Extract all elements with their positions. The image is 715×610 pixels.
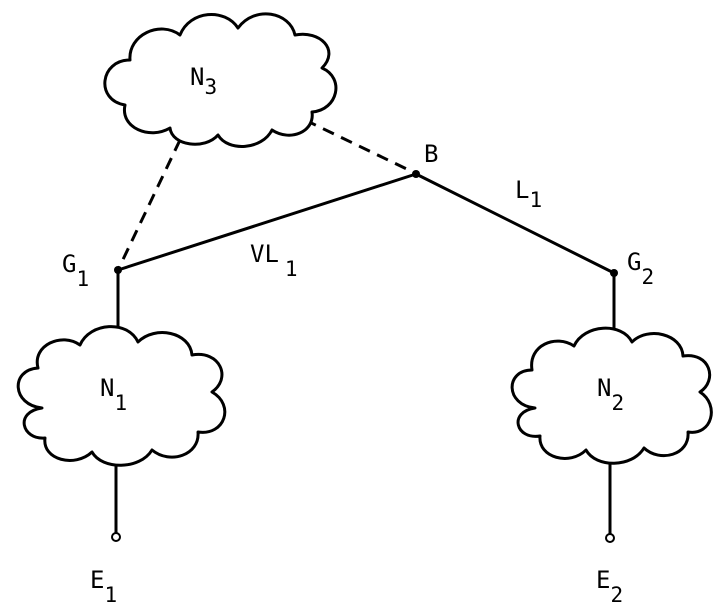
label-n3: N3 bbox=[190, 63, 217, 99]
label-g2: G2 bbox=[627, 248, 654, 289]
dashed-link-n3-b bbox=[304, 118, 416, 175]
label-vl1: VL1 bbox=[250, 240, 298, 281]
cloud-n1 bbox=[16, 325, 227, 467]
node-g2 bbox=[610, 269, 618, 277]
terminal-e1 bbox=[111, 532, 121, 542]
link-vl1 bbox=[116, 172, 418, 272]
terminal-e2 bbox=[605, 533, 615, 543]
label-n2: N2 bbox=[597, 374, 624, 415]
cloud-n3 bbox=[103, 12, 338, 148]
node-g1 bbox=[114, 266, 122, 274]
label-l1: L1 bbox=[515, 176, 542, 212]
cloud-n2 bbox=[510, 326, 713, 465]
label-e2: E2 bbox=[596, 566, 623, 607]
label-e1: E1 bbox=[90, 566, 117, 607]
label-g1: G1 bbox=[62, 250, 89, 291]
dashed-link-n3-g1 bbox=[116, 139, 182, 271]
label-n1: N1 bbox=[100, 374, 127, 415]
label-b: B bbox=[424, 140, 438, 168]
node-b bbox=[412, 170, 420, 178]
link-l1 bbox=[414, 172, 616, 275]
